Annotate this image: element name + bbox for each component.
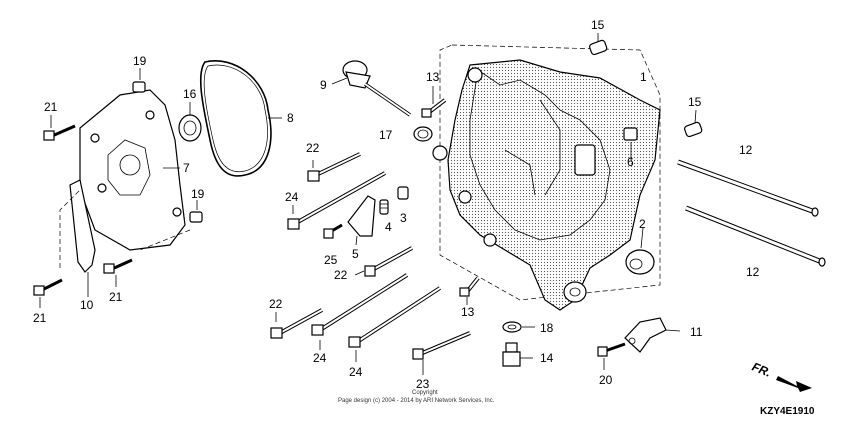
label-part-13b: 13 — [461, 305, 475, 319]
spring-4[interactable] — [379, 199, 389, 215]
label-part-21c: 21 — [109, 290, 123, 304]
label-part-3: 3 — [400, 211, 407, 225]
bolt-24-upper[interactable] — [287, 171, 386, 230]
plate-5[interactable] — [347, 195, 376, 246]
label-part-12a: 12 — [739, 143, 753, 157]
bolt-22-bottom[interactable] — [270, 308, 323, 339]
oil-seal[interactable] — [625, 227, 655, 275]
label-part-22c: 22 — [269, 297, 283, 311]
bolt-22-mid[interactable] — [354, 246, 413, 277]
label-part-5: 5 — [352, 247, 359, 261]
bolt-20[interactable] — [597, 342, 626, 370]
label-part-9: 9 — [320, 78, 327, 92]
dowel-collar[interactable] — [623, 127, 638, 160]
label-part-6: 6 — [627, 155, 634, 169]
label-part-21b: 21 — [33, 311, 47, 325]
label-part-7: 7 — [183, 161, 190, 175]
bolt-23[interactable] — [412, 331, 471, 375]
label-part-8: 8 — [287, 111, 294, 125]
label-part-19b: 19 — [191, 187, 205, 201]
label-part-12b: 12 — [746, 265, 760, 279]
label-part-11: 11 — [690, 325, 703, 339]
copyright-notice: Page design (c) 2004 - 2014 by ARI Netwo… — [338, 398, 495, 404]
bolt-22-top[interactable] — [307, 152, 361, 182]
bracket-10[interactable] — [69, 179, 96, 297]
copyright-title: Copyright — [412, 390, 438, 396]
dowel-pin-right[interactable] — [684, 109, 703, 138]
label-part-18: 18 — [540, 321, 554, 335]
label-part-16: 16 — [183, 87, 197, 101]
oil-seal-16[interactable] — [178, 102, 202, 142]
stud-bolt-lower[interactable] — [685, 205, 826, 267]
label-part-22b: 22 — [334, 268, 348, 282]
collar-3[interactable] — [397, 186, 409, 200]
front-direction-label: FR. — [750, 360, 773, 380]
oil-dipstick[interactable] — [331, 60, 411, 117]
label-part-13a: 13 — [426, 70, 440, 84]
flange-bolt-lower[interactable] — [459, 276, 480, 305]
label-part-4: 4 — [385, 220, 392, 234]
dowel-19-top[interactable] — [132, 68, 146, 93]
gasket-8[interactable] — [199, 60, 282, 177]
flange-bolt-upper[interactable] — [421, 86, 447, 118]
diagram-code: KZY4E1910 — [760, 406, 815, 417]
bolt-24-bottom[interactable] — [348, 286, 442, 362]
dowel-19-lower[interactable] — [189, 200, 203, 223]
label-part-15b: 15 — [688, 95, 702, 109]
label-part-24a: 24 — [285, 190, 299, 204]
drain-bolt[interactable] — [502, 342, 533, 367]
bolt-25[interactable] — [323, 223, 343, 239]
bolt-21-top[interactable] — [43, 115, 76, 141]
label-part-2: 2 — [639, 217, 646, 231]
label-part-15a: 15 — [591, 18, 605, 32]
o-ring[interactable] — [413, 126, 433, 142]
label-part-1: 1 — [640, 70, 647, 84]
label-part-24b: 24 — [313, 351, 327, 365]
dowel-pin-top[interactable] — [589, 33, 608, 56]
inner-cover-7[interactable] — [79, 89, 186, 251]
label-part-22a: 22 — [306, 141, 320, 155]
bolt-21-bottom-right[interactable] — [103, 258, 133, 287]
sealing-washer[interactable] — [502, 321, 535, 333]
label-part-10: 10 — [80, 298, 94, 312]
label-part-19a: 19 — [133, 54, 147, 68]
label-part-14: 14 — [540, 351, 554, 365]
label-part-17: 17 — [379, 128, 393, 142]
bolt-21-bottom-left[interactable] — [33, 278, 63, 308]
stud-bolt-upper[interactable] — [677, 159, 819, 217]
label-part-25: 25 — [324, 253, 338, 267]
label-part-24c: 24 — [349, 365, 363, 379]
label-part-20: 20 — [599, 373, 613, 387]
label-part-21a: 21 — [44, 100, 58, 114]
bracket-11[interactable] — [624, 317, 681, 353]
front-direction-arrow — [776, 376, 812, 392]
label-part-23: 23 — [416, 377, 430, 391]
bolt-24-mid[interactable] — [311, 273, 409, 350]
right-crankcase-cover[interactable] — [432, 44, 661, 311]
